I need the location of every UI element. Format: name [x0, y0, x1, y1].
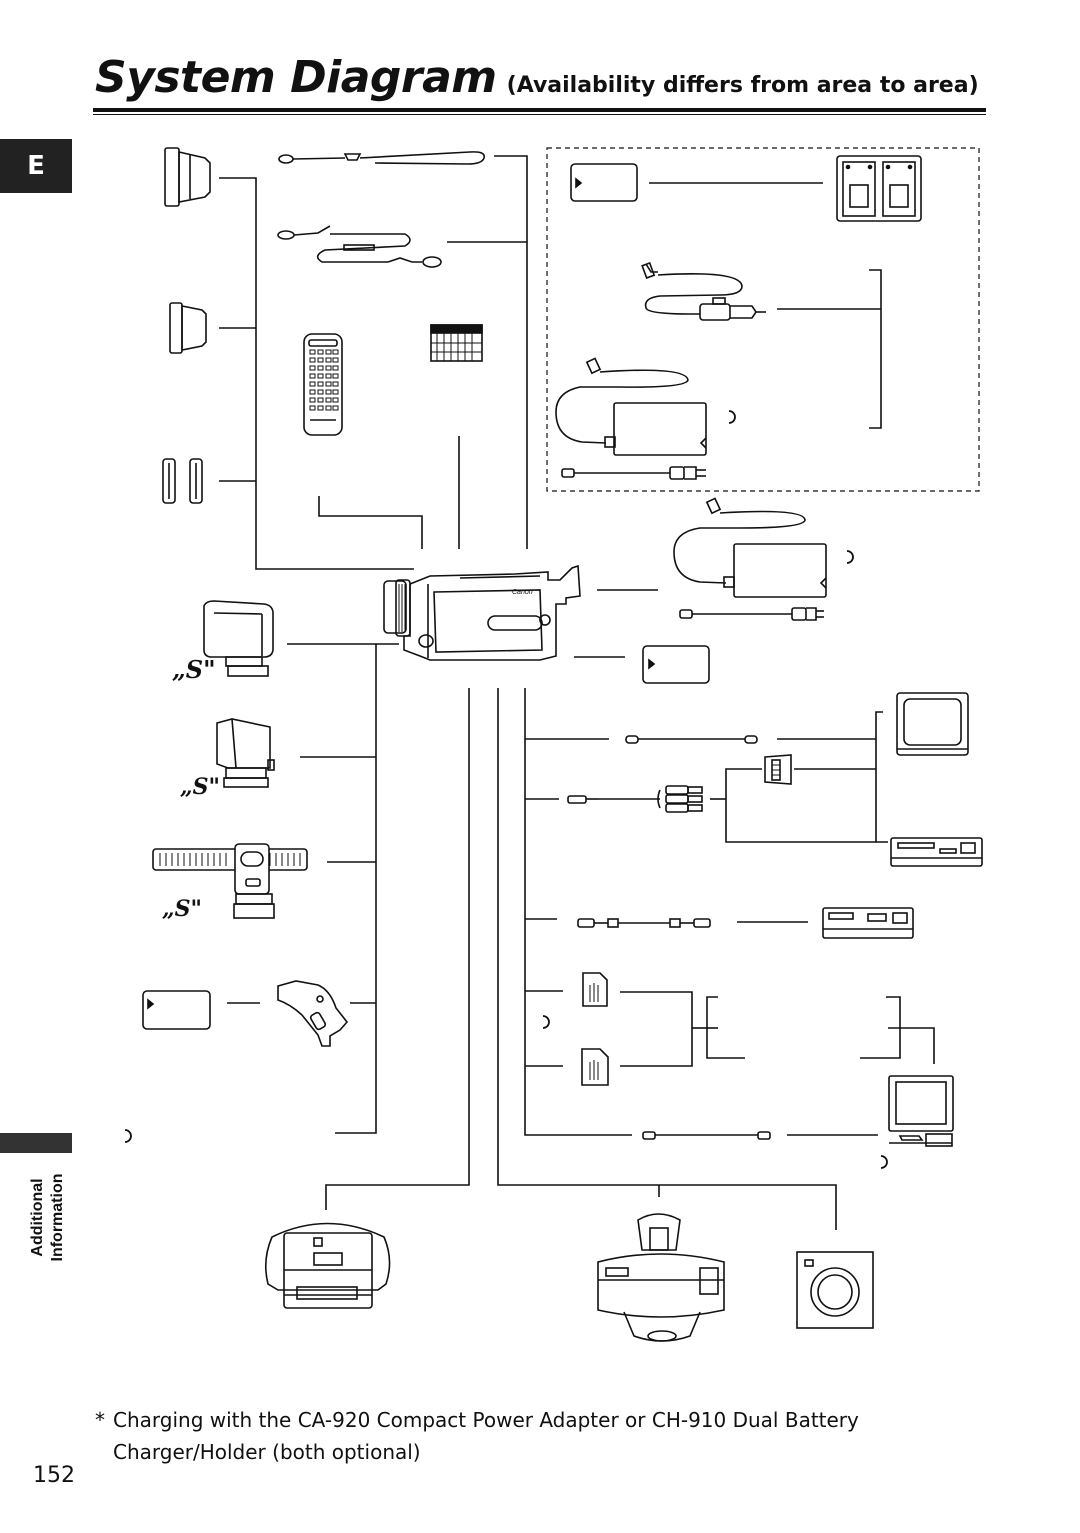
power-adapter-icon [555, 357, 707, 480]
note-mark-2 [846, 550, 854, 564]
memory-card-icon-2 [581, 1048, 609, 1086]
cassette-icon [430, 324, 483, 362]
note-mark-5 [880, 1155, 888, 1169]
note-mark-4 [542, 1015, 550, 1029]
usb-cable-icon [642, 1131, 771, 1140]
section-marker [0, 1133, 72, 1153]
page-subtitle: (Availability differs from area to area) [506, 73, 979, 98]
computer-icon [888, 1075, 954, 1147]
footnote: * Charging with the CA-920 Compact Power … [95, 1404, 955, 1468]
shoe-mark-3: „S" [162, 896, 202, 922]
wide-converter-icon [169, 302, 207, 354]
vcr-icon-2 [822, 907, 914, 939]
footnote-line1: Charging with the CA-920 Compact Power A… [113, 1408, 859, 1432]
disc-icon [796, 1251, 874, 1329]
note-mark [728, 410, 736, 424]
printer-icon [597, 1213, 725, 1342]
battery-pack-icon-3 [142, 990, 211, 1030]
page-title-block: System Diagram (Availability differs from… [95, 52, 979, 103]
shoe-mark-2: „S" [180, 774, 220, 800]
title-rule-thin [93, 114, 986, 115]
wrist-strap-icon [278, 151, 486, 165]
shoulder-strap-icon [277, 225, 442, 268]
dv-cable-icon [577, 918, 711, 928]
video-light-icon [203, 600, 274, 677]
tele-converter-icon [164, 147, 211, 207]
video-light-icon-2 [216, 718, 275, 788]
page-number: 152 [33, 1463, 75, 1488]
av-cable-icon [567, 785, 703, 813]
tv-icon [896, 692, 969, 756]
connector-lines [219, 155, 935, 1230]
bag-icon [264, 1222, 391, 1309]
footnote-mark: * [95, 1408, 105, 1432]
memory-card-icon [582, 972, 608, 1007]
grip-icon [277, 980, 349, 1047]
title-rule [93, 108, 986, 112]
battery-pack-icon-2 [642, 645, 710, 684]
remote-control-icon [303, 333, 343, 436]
power-adapter-icon-2 [673, 497, 827, 621]
shoe-mark: „S" [172, 655, 216, 684]
scart-adapter-icon [764, 754, 792, 785]
filter-icon [162, 458, 203, 504]
vcr-icon [890, 837, 983, 867]
page-title: System Diagram [95, 52, 497, 103]
svg-text:Canon: Canon [512, 589, 533, 596]
dual-charger-icon [836, 155, 922, 222]
footnote-line2: Charger/Holder (both optional) [113, 1440, 421, 1464]
microphone-icon [152, 843, 308, 919]
note-mark-3 [124, 1129, 132, 1143]
optional-charger-area [546, 147, 980, 492]
battery-pack-icon [570, 163, 638, 202]
camcorder-icon: Canon [383, 564, 581, 661]
language-tab: E [0, 139, 72, 193]
s-video-cable-icon [625, 735, 758, 744]
car-adapter-icon [641, 261, 766, 321]
